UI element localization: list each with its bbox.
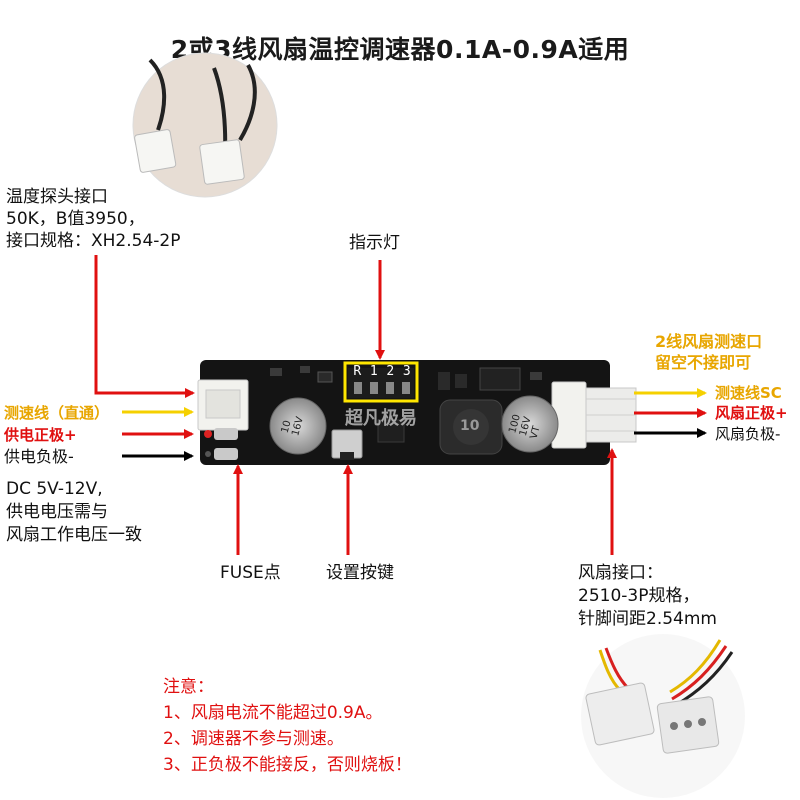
dc-voltage-note: DC 5V-12V, 供电电压需与 风扇工作电压一致: [6, 479, 142, 545]
speed-wire-left-label: 测速线（直通）: [4, 404, 110, 422]
indicator-mark-1: 1: [369, 364, 378, 379]
fan-negative-label: 风扇负极-: [715, 425, 781, 443]
caution-item-1: 1、风扇电流不能超过0.9A。: [163, 703, 383, 723]
caution-item-2: 2、调速器不参与测速。: [163, 729, 344, 749]
fan-positive-label: 风扇正极+: [715, 404, 788, 422]
power-negative-label: 供电负极-: [4, 447, 74, 466]
power-positive-label: 供电正极+: [4, 426, 77, 444]
indicator-silk-labels: R 1 2 3: [349, 364, 415, 379]
indicator-highlight-box: [343, 361, 419, 403]
two-wire-fan-note: 2线风扇测速口 留空不接即可: [655, 332, 763, 372]
indicator-mark-r: R: [353, 364, 362, 379]
temp-probe-label: 温度探头接口 50K，B值3950， 接口规格：XH2.54-2P: [6, 187, 181, 251]
indicator-label: 指示灯: [349, 233, 400, 253]
board-watermark: 超凡极易: [345, 408, 417, 429]
fan-connector-spec: 风扇接口： 2510-3P规格， 针脚间距2.54mm: [578, 563, 717, 629]
caution-item-3: 3、正负极不能接反，否则烧板！: [163, 755, 412, 775]
pcb-board: [197, 360, 637, 465]
set-button-label: 设置按键: [326, 563, 394, 583]
fan-connector-photo: [581, 634, 745, 798]
caution-notes: 注意： 1、风扇电流不能超过0.9A。 2、调速器不参与测速。 3、正负极不能接…: [163, 674, 412, 778]
indicator-mark-3: 3: [402, 364, 411, 379]
temp-probe-photo: [132, 52, 278, 198]
caution-heading: 注意：: [163, 677, 214, 697]
page-title: 2或3线风扇温控调速器0.1A-0.9A适用: [170, 35, 630, 64]
fan-speed-wire-label: 测速线SC: [715, 384, 782, 402]
fuse-label: FUSE点: [220, 563, 281, 583]
indicator-mark-2: 2: [386, 364, 395, 379]
inductor-mark: 10: [460, 418, 480, 434]
callout-arrows: [94, 255, 707, 555]
